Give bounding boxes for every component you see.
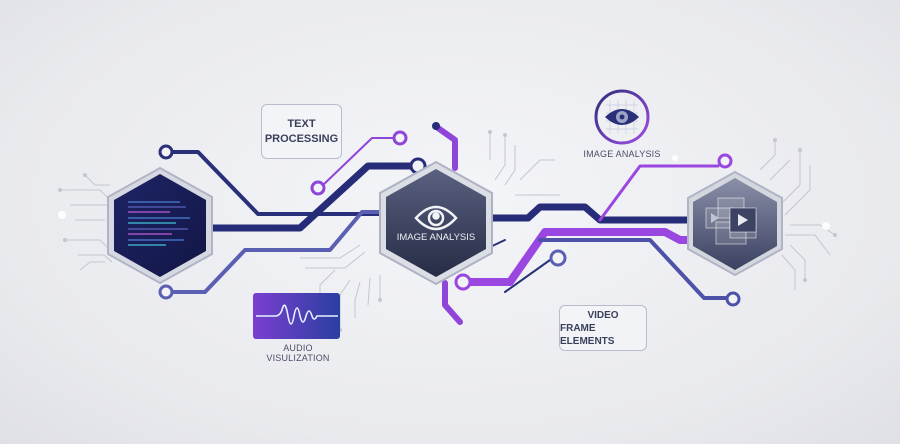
center-hex-label: IMAGE ANALYSIS: [396, 232, 476, 243]
trace-periwinkle-left: [170, 210, 392, 294]
trace-navy-thin-right: [504, 259, 551, 293]
text-processing-box: TEXT PROCESSING: [261, 104, 342, 159]
code-screen-icon: [128, 201, 190, 246]
audio-label: AUDIO VISULIZATION: [266, 343, 330, 363]
circuit-nodes: [58, 130, 837, 332]
eye-grid-icon: [594, 89, 650, 145]
trace-navy-thick-left: [204, 162, 416, 232]
trace-purple-vertical-top: [435, 125, 458, 171]
trace-purple-thick: [466, 228, 696, 286]
traces: [170, 125, 728, 325]
audio-waveform-icon: [253, 293, 340, 339]
trace-periwinkle-right: [538, 238, 728, 300]
video-label-2: FRAME ELEMENTS: [560, 322, 615, 347]
trace-end-rings: [158, 130, 741, 307]
trace-purple-thin-right: [598, 164, 720, 222]
trace-navy-thick-right: [484, 203, 694, 224]
video-label-1: VIDEO: [587, 309, 619, 321]
text-processing-label-2: PROCESSING: [264, 132, 339, 145]
video-frame-elements-box: VIDEO FRAME ELEMENTS: [559, 305, 647, 351]
trace-purple-vertical-bottom: [442, 280, 463, 325]
text-processing-label-1: TEXT: [287, 117, 316, 130]
image-analysis-hex: [379, 160, 493, 286]
eye-icon: [414, 205, 458, 231]
video-frames-play-icon: [705, 197, 757, 245]
trace-purple-thin: [321, 137, 395, 187]
glow-dots: [58, 155, 830, 230]
image-analysis-icon-label: IMAGE ANALYSIS: [583, 149, 661, 159]
code-screen-hex: [107, 166, 213, 285]
trace-navy-top-left: [170, 150, 392, 216]
decorative-circuits: [60, 132, 836, 330]
video-frames-hex: [687, 170, 783, 277]
